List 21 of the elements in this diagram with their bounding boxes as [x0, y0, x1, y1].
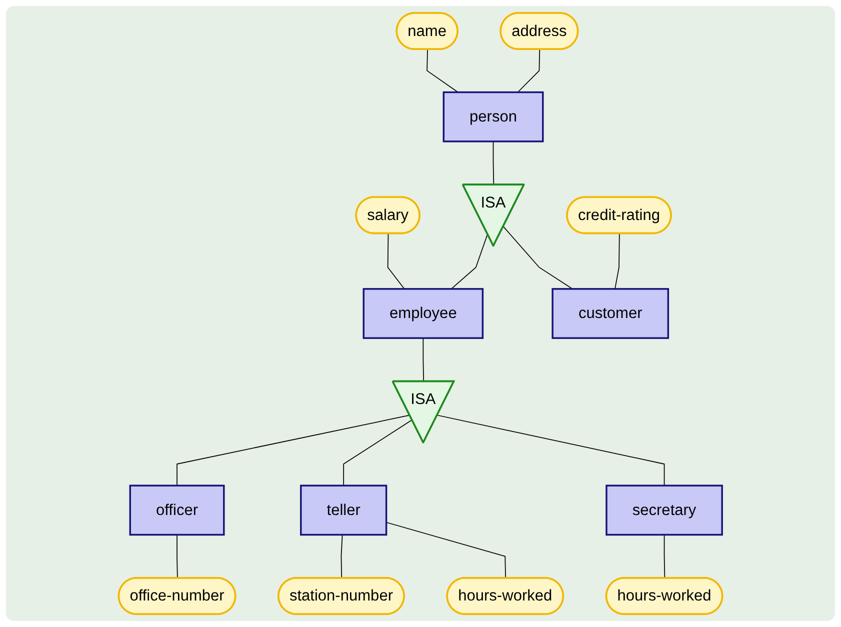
connector	[517, 49, 540, 93]
connector	[387, 233, 405, 290]
connector	[343, 419, 412, 486]
node-box: teller	[300, 484, 388, 536]
connector	[176, 414, 410, 486]
connector	[176, 534, 178, 579]
connector	[422, 338, 424, 382]
node-box: employee	[362, 288, 484, 339]
connector	[664, 534, 666, 579]
connector	[340, 534, 343, 579]
node-box: customer	[552, 288, 670, 339]
connector	[436, 414, 665, 486]
connector	[492, 140, 494, 186]
node-box: person	[442, 91, 544, 142]
node-box: secretary	[606, 484, 723, 536]
connector	[614, 233, 620, 290]
connector	[450, 234, 488, 290]
connector	[426, 49, 458, 93]
connector	[386, 522, 506, 579]
connector	[503, 226, 573, 290]
node-box: officer	[129, 484, 225, 536]
